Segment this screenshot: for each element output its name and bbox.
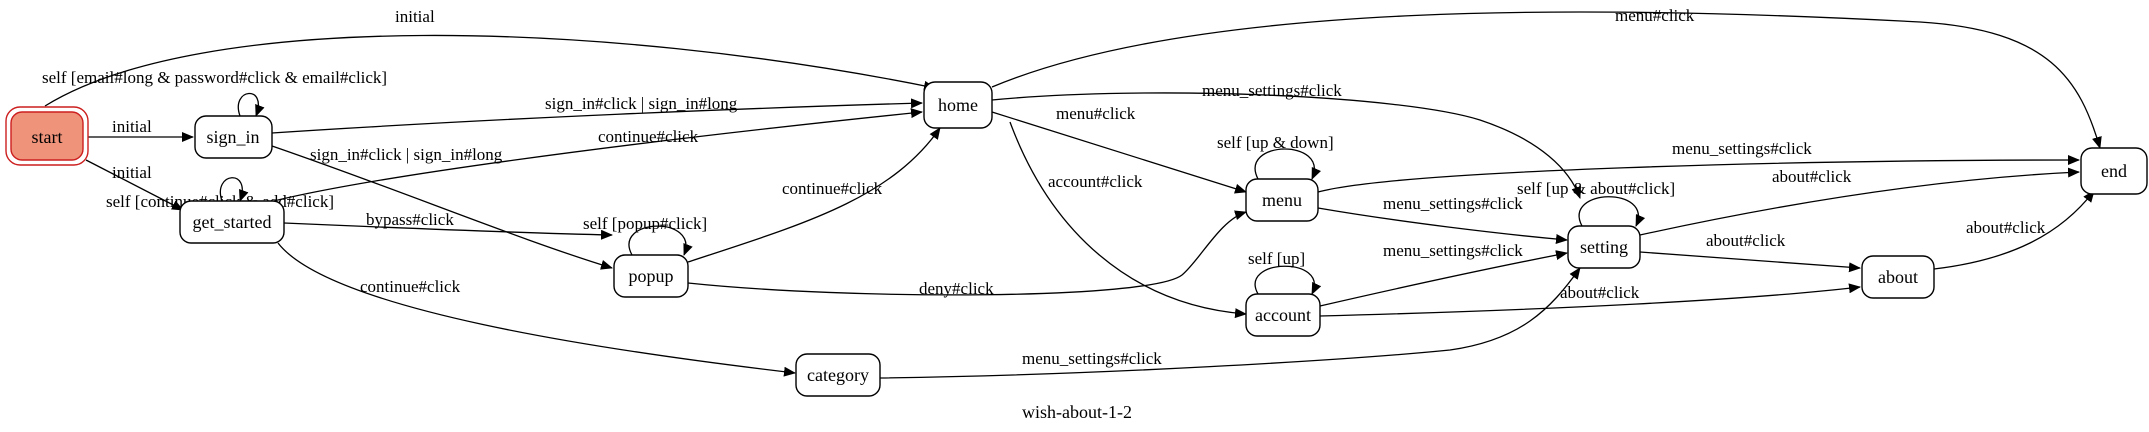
node-popup: popup xyxy=(613,254,689,298)
edge-label-home-account: account#click xyxy=(1048,172,1143,191)
edge-label-account-about: about#click xyxy=(1560,283,1640,302)
edge-label-menu-setting: menu_settings#click xyxy=(1383,194,1523,213)
edge-home-account xyxy=(1009,121,1247,319)
node-home: home xyxy=(923,81,993,129)
edge-label-menu-self: self [up & down] xyxy=(1217,133,1334,152)
node-category: category xyxy=(795,353,881,397)
edge-home-menu xyxy=(991,111,1247,194)
edge-label-start-get-started: initial xyxy=(112,163,152,182)
node-label-get-started: get_started xyxy=(193,212,272,232)
node-label-sign-in: sign_in xyxy=(206,127,259,147)
edge-setting-self xyxy=(1578,196,1646,227)
edge-start-get-started xyxy=(85,159,184,211)
edge-label-popup-home: continue#click xyxy=(782,179,883,198)
node-label-end: end xyxy=(2101,161,2127,181)
edge-label-popup-self: self [popup#click] xyxy=(583,214,707,233)
edge-label-account-setting: menu_settings#click xyxy=(1383,241,1523,260)
edge-label-sign-in-popup: sign_in#click | sign_in#long xyxy=(310,145,503,164)
edge-label-category-setting: menu_settings#click xyxy=(1022,349,1162,368)
edge-home-setting xyxy=(991,92,1582,199)
edges: initial initial initial self [email#long… xyxy=(42,6,2102,379)
edge-popup-menu xyxy=(687,210,1247,296)
edge-label-sign-in-self: self [email#long & password#click & emai… xyxy=(42,68,387,87)
edge-label-setting-end: about#click xyxy=(1772,167,1852,186)
node-label-home: home xyxy=(938,95,978,115)
edge-label-get-started-home: continue#click xyxy=(598,127,699,146)
edge-menu-self xyxy=(1254,148,1321,180)
node-label-category: category xyxy=(807,365,869,385)
edge-home-end xyxy=(991,11,2102,149)
edge-about-end xyxy=(1933,190,2095,270)
edge-sign-in-popup xyxy=(271,145,613,270)
edge-get-started-popup xyxy=(283,222,613,240)
edge-label-get-started-popup: bypass#click xyxy=(366,210,454,229)
edge-account-setting xyxy=(1319,250,1568,307)
nodes: start sign_in get_started home popup cat… xyxy=(5,81,2148,397)
node-label-start: start xyxy=(32,127,63,147)
edge-sign-in-self xyxy=(237,92,265,117)
edge-label-account-self: self [up] xyxy=(1248,249,1305,268)
edge-label-start-sign-in: initial xyxy=(112,117,152,136)
edge-label-popup-menu: deny#click xyxy=(919,279,994,298)
edge-popup-self xyxy=(628,225,693,256)
node-sign-in: sign_in xyxy=(194,115,273,159)
node-label-popup: popup xyxy=(629,266,674,286)
edge-label-get-started-category: continue#click xyxy=(360,277,461,296)
edge-start-home xyxy=(44,34,936,107)
node-label-setting: setting xyxy=(1580,237,1628,257)
edge-menu-setting xyxy=(1317,207,1568,244)
edge-label-home-end: menu#click xyxy=(1615,6,1695,25)
node-start: start xyxy=(5,106,89,166)
edge-label-sign-in-home: sign_in#click | sign_in#long xyxy=(545,94,738,113)
edge-label-start-home: initial xyxy=(395,7,435,26)
node-label-menu: menu xyxy=(1262,190,1302,210)
edge-sign-in-home xyxy=(271,98,923,134)
node-menu: menu xyxy=(1245,178,1319,222)
node-setting: setting xyxy=(1567,225,1641,269)
edge-label-about-end: about#click xyxy=(1966,218,2046,237)
edge-get-started-category xyxy=(277,242,796,377)
edge-account-about xyxy=(1319,283,1861,317)
edge-label-home-setting: menu_settings#click xyxy=(1202,81,1342,100)
node-end: end xyxy=(2080,147,2148,195)
node-label-about: about xyxy=(1878,267,1918,287)
edge-account-self xyxy=(1254,265,1322,295)
edge-setting-about xyxy=(1639,251,1861,273)
edge-menu-end xyxy=(1317,155,2080,193)
edge-label-setting-about: about#click xyxy=(1706,231,1786,250)
edge-category-setting xyxy=(879,267,1581,379)
edge-setting-end xyxy=(1639,167,2080,236)
node-label-account: account xyxy=(1255,305,1311,325)
diagram-caption: wish-about-1-2 xyxy=(1022,402,1132,422)
edge-label-setting-self: self [up & about#click] xyxy=(1517,179,1675,198)
edge-label-home-menu: menu#click xyxy=(1056,104,1136,123)
edge-get-started-self xyxy=(219,177,249,202)
node-account: account xyxy=(1245,293,1321,337)
edge-get-started-home xyxy=(241,108,923,211)
node-get-started: get_started xyxy=(179,200,285,244)
node-about: about xyxy=(1861,255,1935,299)
edge-popup-home xyxy=(687,127,941,263)
edge-label-menu-end: menu_settings#click xyxy=(1672,139,1812,158)
